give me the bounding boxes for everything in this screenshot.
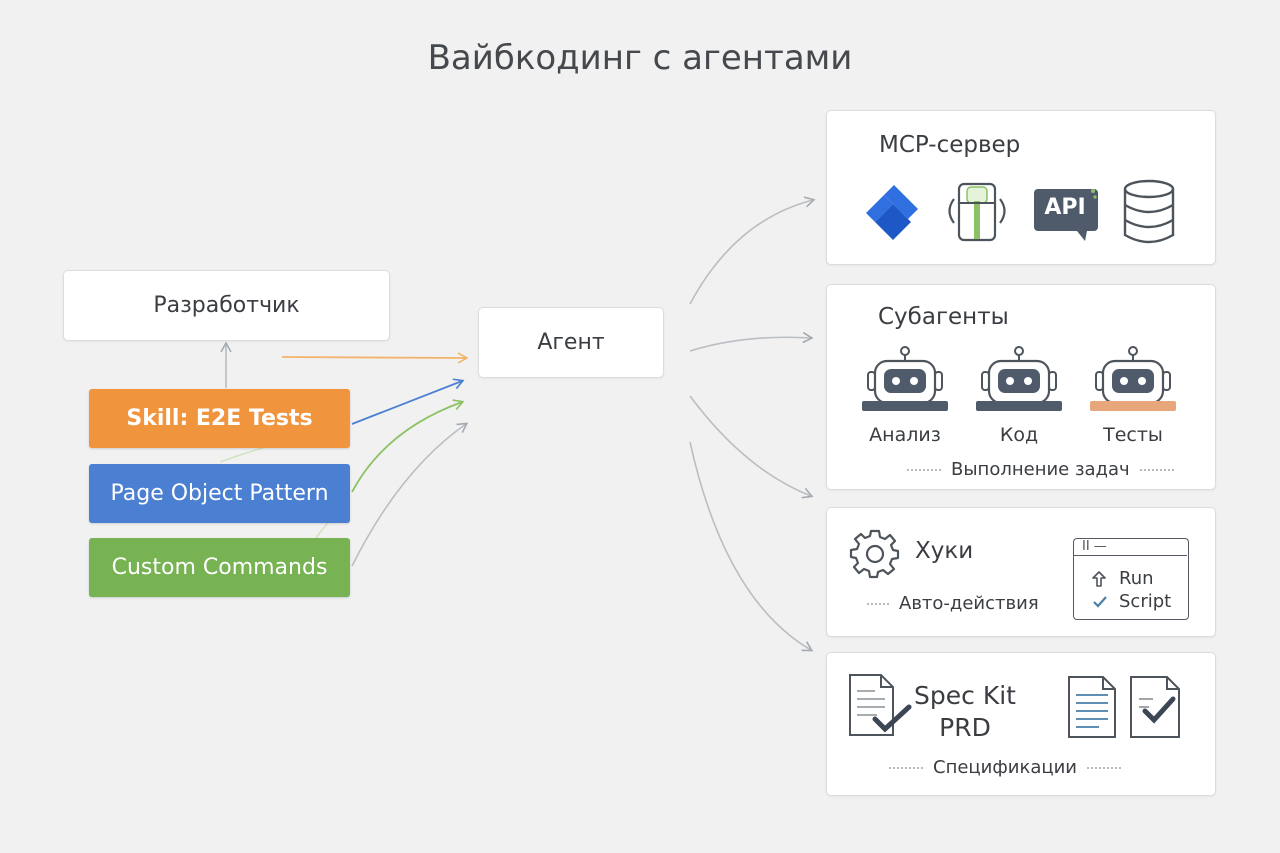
arrow-developer-to-agent xyxy=(281,352,469,364)
skill-e2e-tests-pill[interactable]: Skill: E2E Tests xyxy=(89,389,350,448)
custom-commands-pill[interactable]: Custom Commands xyxy=(89,538,350,597)
pill-label: Custom Commands xyxy=(111,555,328,580)
hooks-caption: Авто-действия xyxy=(899,593,1039,614)
spec-caption: Спецификации xyxy=(933,757,1077,778)
page-title: Вайбкодинг с агентами xyxy=(427,38,853,78)
arrow-skill-to-agent xyxy=(351,378,465,425)
subagents-panel[interactable]: Субагенты Анализ Код xyxy=(826,284,1216,490)
spec-title-line1: Spec Kit xyxy=(914,681,1016,710)
hooks-panel[interactable]: Хуки Авто-действия II — Run Script xyxy=(826,507,1216,637)
document-lines-icon xyxy=(1068,676,1116,738)
mcp-server-title: MCP-сервер xyxy=(879,132,1021,158)
subagents-title: Субагенты xyxy=(878,304,1009,330)
database-icon xyxy=(1123,179,1175,244)
robot-label: Тесты xyxy=(1103,424,1163,446)
mcp-server-panel[interactable]: MCP-сервер API xyxy=(826,110,1216,265)
spec-caption-row: Спецификации xyxy=(879,757,1131,778)
subagents-caption: Выполнение задач xyxy=(951,459,1130,480)
jira-icon xyxy=(866,185,918,240)
run-card-header: II — xyxy=(1082,539,1107,554)
divider-dots xyxy=(889,767,923,769)
script-label: Script xyxy=(1119,591,1172,612)
robot-base xyxy=(1090,401,1176,411)
upload-icon xyxy=(1092,571,1106,587)
agent-node[interactable]: Агент xyxy=(478,307,664,378)
run-label: Run xyxy=(1119,568,1154,589)
arrow-commands-to-agent xyxy=(351,422,469,567)
spec-kit-panel[interactable]: Spec Kit PRD Спецификации xyxy=(826,652,1216,796)
arrow-agent-to-subagents xyxy=(689,331,814,352)
spec-title-line2: PRD xyxy=(939,713,991,742)
subagent-robot-tests[interactable]: Тесты xyxy=(1078,345,1188,446)
arrow-agent-to-mcp xyxy=(689,196,816,305)
robot-base xyxy=(976,401,1062,411)
run-script-card[interactable]: II — Run Script xyxy=(1073,538,1189,620)
robot-label: Анализ xyxy=(869,424,941,446)
developer-node[interactable]: Разработчик xyxy=(63,270,390,341)
robot-icon xyxy=(976,346,1062,411)
developer-label: Разработчик xyxy=(153,293,300,318)
subagent-robot-analysis[interactable]: Анализ xyxy=(850,345,960,446)
page-object-pattern-pill[interactable]: Page Object Pattern xyxy=(89,464,350,523)
check-icon xyxy=(1093,596,1107,608)
arrow-pattern-to-agent xyxy=(351,399,465,493)
spec-kit-title: Spec Kit PRD xyxy=(905,680,1025,744)
divider-dots xyxy=(1139,469,1174,471)
subagent-robot-code[interactable]: Код xyxy=(964,345,1074,446)
robot-base xyxy=(862,401,948,411)
divider-dots xyxy=(907,469,941,471)
robot-icon xyxy=(862,346,948,411)
pipeline-server-icon xyxy=(948,182,1006,242)
gear-icon xyxy=(849,529,900,579)
agent-label: Агент xyxy=(537,330,605,355)
api-icon-text: API xyxy=(1044,195,1086,220)
api-icon: API xyxy=(1033,187,1099,243)
divider-dots xyxy=(867,603,889,605)
run-card-header-line xyxy=(1074,555,1187,556)
document-check-icon xyxy=(849,674,912,736)
arrow-agent-to-spec xyxy=(689,441,814,652)
robot-icon xyxy=(1090,346,1176,411)
hooks-title: Хуки xyxy=(915,538,974,564)
divider-dots xyxy=(1087,767,1121,769)
arrow-agent-to-hooks xyxy=(689,395,814,499)
pill-label: Page Object Pattern xyxy=(110,481,329,506)
subagents-caption-row: Выполнение задач xyxy=(897,459,1184,480)
document-check-icon xyxy=(1130,676,1180,738)
pill-label: Skill: E2E Tests xyxy=(126,406,313,431)
robot-label: Код xyxy=(999,424,1039,446)
hooks-caption-row: Авто-действия xyxy=(867,593,1039,614)
